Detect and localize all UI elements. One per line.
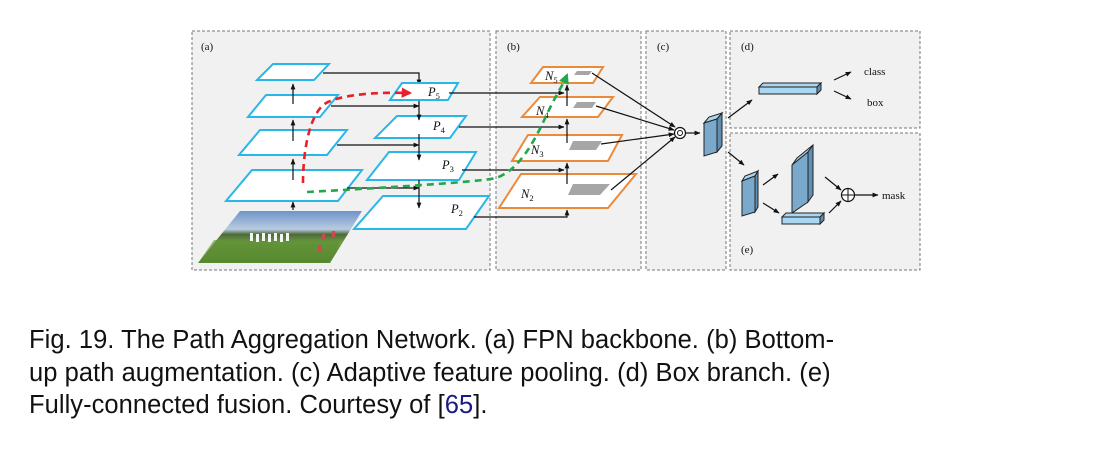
- caption-line-2: up path augmentation. (c) Adaptive featu…: [29, 358, 831, 387]
- backbone-c5: [254, 63, 332, 81]
- svg-text:P5: P5: [427, 85, 440, 101]
- pooled-feature-block: [702, 111, 724, 157]
- adaptive-feature-pooling: [673, 111, 724, 157]
- fpn-to-bottom-up-connections: [449, 90, 570, 218]
- caption-line-3: Fully-connected fusion. Courtesy of [65]…: [29, 389, 1089, 422]
- red-shortcut-path: [301, 87, 413, 184]
- caption-line-1: Fig. 19. The Path Aggregation Network. (…: [29, 326, 835, 354]
- panet-architecture-diagram: (a) (b) (c) (d) (e): [191, 30, 921, 271]
- fc-block: [757, 81, 823, 96]
- caption-line-3-end: ].: [473, 391, 488, 419]
- class-output-label: class: [864, 66, 885, 78]
- level-n2: N2: [497, 173, 639, 209]
- caption-line-3-text: Fully-connected fusion. Courtesy of [: [29, 391, 445, 419]
- box-output-label: box: [867, 97, 884, 109]
- panel-a-label: (a): [201, 41, 214, 53]
- fc-block-mask: [780, 211, 826, 226]
- citation-link[interactable]: 65: [444, 391, 474, 419]
- figure-caption: Fig. 19. The Path Aggregation Network. (…: [29, 324, 1089, 422]
- svg-text:N2: N2: [520, 187, 534, 203]
- svg-text:N3: N3: [530, 143, 544, 159]
- svg-text:N5: N5: [544, 69, 558, 85]
- backbone-c3: [236, 129, 350, 156]
- panel-e-label: (e): [741, 244, 754, 256]
- backbone-c2: [223, 169, 365, 202]
- panel-d: (d): [729, 30, 921, 129]
- box-branch: class box: [727, 66, 885, 119]
- svg-text:P3: P3: [441, 158, 454, 174]
- bottom-up-path: N5 N4 N3 N2: [306, 66, 676, 209]
- svg-text:P2: P2: [450, 202, 463, 218]
- panel-e: (e): [729, 132, 921, 271]
- panel-b-label: (b): [507, 41, 520, 53]
- green-shortcut-path: [306, 73, 569, 194]
- svg-text:P4: P4: [432, 119, 446, 135]
- fpn-p2: P2: [351, 195, 491, 230]
- input-image: [198, 211, 362, 263]
- level-n3: N3: [510, 134, 624, 162]
- panel-c-label: (c): [657, 41, 670, 53]
- fpn-p4: P4: [372, 115, 468, 139]
- conv-block-small: [740, 169, 760, 217]
- fusion-op-icon: [673, 126, 687, 140]
- conv-block-large: [791, 143, 814, 214]
- svg-text:N4: N4: [535, 104, 549, 120]
- mask-output-label: mask: [882, 190, 906, 202]
- level-n4: N4: [519, 96, 615, 120]
- backbone-c4: [245, 94, 341, 118]
- panel-d-label: (d): [741, 41, 754, 53]
- fpn-backbone: P5 P4 P3 P2: [198, 63, 491, 263]
- elementwise-sum-icon: [840, 187, 856, 203]
- mask-branch: mask: [727, 143, 906, 226]
- fpn-p3: P3: [364, 151, 478, 181]
